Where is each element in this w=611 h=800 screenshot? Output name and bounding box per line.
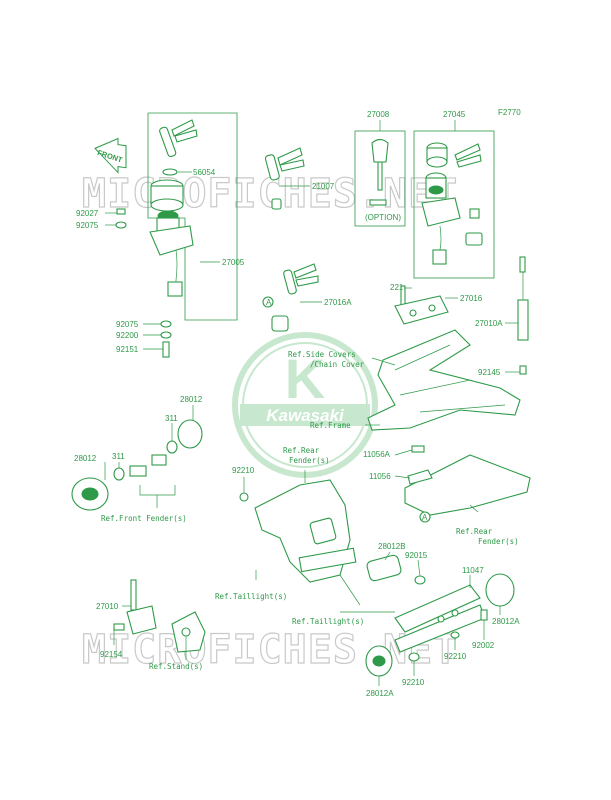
part-label-311-a: 311 xyxy=(165,414,178,423)
part-label-92002: 92002 xyxy=(472,641,495,650)
part-label-311-b: 311 xyxy=(112,452,125,461)
ref-side-covers-line2: /Chain Cover xyxy=(310,360,365,369)
diagram-code: F2770 xyxy=(498,108,521,117)
kawasaki-logo-letter: K xyxy=(285,347,325,410)
frame-bracket xyxy=(367,329,521,431)
sidestand-switch-icon xyxy=(113,579,157,635)
part-label-27010a: 27010A xyxy=(475,319,503,328)
part-label-28012b: 28012B xyxy=(378,542,406,551)
part-label-27010: 27010 xyxy=(96,602,119,611)
nut-92210-c xyxy=(408,652,420,662)
part-label-27005: 27005 xyxy=(222,258,245,267)
ref-rear-fender-right-line2: Fender(s) xyxy=(478,537,519,546)
washer-92075-b xyxy=(160,320,172,328)
ref-stand: Ref.Stand(s) xyxy=(149,662,203,671)
clip-11056 xyxy=(407,469,433,485)
nut-92027 xyxy=(116,208,126,215)
key-27016a-icon xyxy=(271,263,319,332)
ref-rear-fender-top-line2: Fender(s) xyxy=(289,456,330,465)
ref-taillight-b: Ref.Taillight(s) xyxy=(292,617,364,626)
part-label-92210-c: 92210 xyxy=(402,678,425,687)
screw-92002 xyxy=(480,609,488,621)
svg-text:A: A xyxy=(266,298,272,307)
switch-27010a-icon xyxy=(517,256,529,375)
part-label-27045: 27045 xyxy=(443,110,466,119)
leader-lines xyxy=(104,120,520,686)
key-21007-icon xyxy=(264,147,305,210)
callout-a-top xyxy=(262,296,274,308)
stud-right xyxy=(129,465,147,477)
part-label-11056: 11056 xyxy=(369,472,391,481)
part-label-92145: 92145 xyxy=(478,368,501,377)
washer-56054 xyxy=(162,168,178,176)
part-label-28012a-right: 28012A xyxy=(492,617,520,626)
part-label-21007: 21007 xyxy=(312,182,335,191)
ref-taillight-a: Ref.Taillight(s) xyxy=(215,592,287,601)
part-label-56054: 56054 xyxy=(193,168,216,177)
part-label-28012a-bottom: 28012A xyxy=(366,689,394,698)
key-icon xyxy=(159,119,198,158)
kawasaki-logo: K Kawasaki xyxy=(232,332,378,478)
ignition-set-box xyxy=(413,130,495,279)
nut-311-b xyxy=(113,467,125,481)
reflector-28012-top xyxy=(177,419,203,449)
washer-92200 xyxy=(160,331,172,339)
nut-92015 xyxy=(414,575,426,585)
part-label-27016: 27016 xyxy=(460,294,483,303)
part-label-27008: 27008 xyxy=(367,110,390,119)
option-label: (OPTION) xyxy=(365,213,401,222)
kawasaki-logo-text: Kawasaki xyxy=(266,406,345,425)
watermark-top: MICROFICHES.NET xyxy=(82,171,458,217)
part-label-11047: 11047 xyxy=(462,566,484,575)
ref-frame: Ref.Frame xyxy=(310,421,351,430)
bracket-27016 xyxy=(394,295,449,325)
part-label-92075-a: 92075 xyxy=(76,221,99,230)
part-label-27016a: 27016A xyxy=(324,298,352,307)
ignition-set-icon xyxy=(421,142,483,265)
ref-rear-fender-top-line1: Ref.Rear xyxy=(283,446,320,455)
part-label-92210-b: 92210 xyxy=(444,652,467,661)
ref-front-fender: Ref.Front Fender(s) xyxy=(101,514,187,523)
part-label-28012-top: 28012 xyxy=(180,395,203,404)
part-label-92154: 92154 xyxy=(100,650,123,659)
front-direction-arrow: FRONT xyxy=(94,137,127,174)
callout-a-bottom xyxy=(419,511,431,523)
part-label-92200: 92200 xyxy=(116,331,139,340)
reflector-28012a-right xyxy=(485,573,515,607)
part-label-92027: 92027 xyxy=(76,209,99,218)
ignition-group-frame xyxy=(147,112,238,321)
part-label-28012-left: 28012 xyxy=(74,454,97,463)
bolt-92151 xyxy=(162,341,170,358)
clip-11056a xyxy=(411,445,425,453)
ignition-switch-icon xyxy=(149,179,194,297)
part-label-92015: 92015 xyxy=(405,551,428,560)
ref-side-covers-line1: Ref.Side Covers xyxy=(288,350,356,359)
part-label-92075-b: 92075 xyxy=(116,320,139,329)
reflector-28012b xyxy=(366,554,402,582)
part-label-11056a: 11056A xyxy=(363,450,391,459)
rear-fender-piece xyxy=(404,454,531,516)
part-label-92151: 92151 xyxy=(116,345,139,354)
nut-92210-b xyxy=(450,631,460,639)
part-label-221: 221 xyxy=(390,283,404,292)
ref-rear-fender-right-line1: Ref.Rear xyxy=(456,527,493,536)
part-label-92210-a: 92210 xyxy=(232,466,255,475)
washer-92075-a xyxy=(115,221,127,229)
bolt-92210-a xyxy=(239,492,249,502)
nut-311-a xyxy=(166,440,178,454)
svg-text:A: A xyxy=(422,513,428,522)
option-key-icon xyxy=(369,138,389,206)
watermark-bottom: MICROFICHES.NET xyxy=(82,627,458,673)
bracket-11047 xyxy=(394,584,481,633)
stud-left xyxy=(151,454,167,466)
